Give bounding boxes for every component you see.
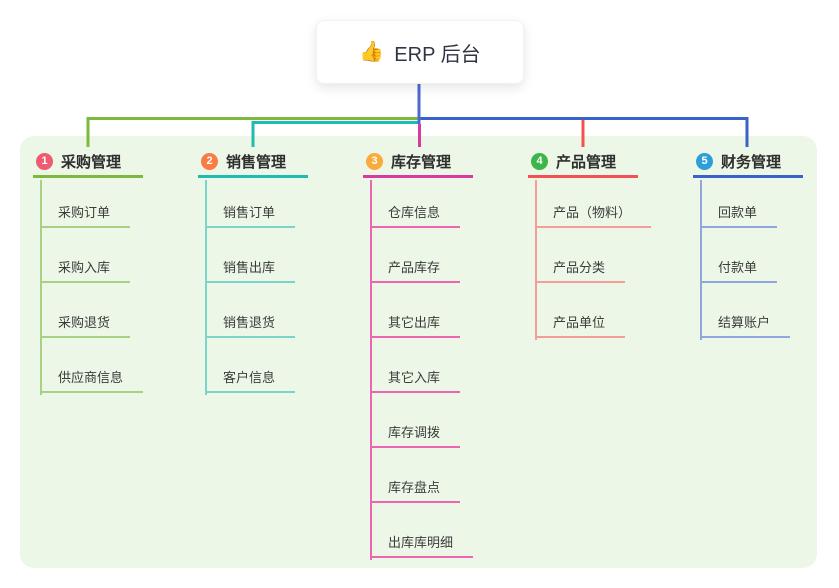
sub-node-label: 其它入库: [388, 370, 441, 385]
sub-node[interactable]: 其它入库: [370, 345, 461, 393]
sub-node[interactable]: 供应商信息: [40, 345, 144, 393]
branch-badge: 1: [36, 152, 53, 170]
branch-badge: 3: [366, 152, 383, 170]
sub-node[interactable]: 结算账户: [700, 290, 791, 338]
branch-label: 财务管理: [721, 153, 782, 171]
sub-node-label: 销售订单: [223, 205, 276, 220]
sub-node-label: 供应商信息: [58, 370, 124, 385]
branch-label: 库存管理: [391, 153, 452, 171]
branch-node-2[interactable]: 2 销售管理: [198, 147, 308, 178]
branch-badge: 5: [696, 152, 713, 170]
branch-label: 销售管理: [226, 153, 287, 171]
branches-panel: [20, 136, 817, 568]
sub-node-label: 采购订单: [58, 205, 111, 220]
branch-node-5[interactable]: 5 财务管理: [693, 147, 803, 178]
sub-node-label: 销售退货: [223, 315, 276, 330]
branch-label: 产品管理: [556, 153, 617, 171]
sub-node-label: 回款单: [718, 205, 758, 220]
root-node[interactable]: 👍 ERP 后台: [316, 20, 524, 84]
thumbs-up-icon: 👍: [359, 41, 385, 63]
sub-node-label: 产品单位: [553, 315, 606, 330]
branch-badge: 2: [201, 152, 218, 170]
sub-node-label: 产品分类: [553, 260, 606, 275]
sub-node[interactable]: 其它出库: [370, 290, 461, 338]
column-spine: [535, 180, 537, 340]
sub-node[interactable]: 库存盘点: [370, 455, 461, 503]
sub-node-label: 其它出库: [388, 315, 441, 330]
sub-node[interactable]: 出库库明细: [370, 510, 474, 558]
branch-badge: 4: [531, 152, 548, 170]
sub-node-label: 产品（物料）: [553, 205, 632, 220]
sub-node[interactable]: 销售退货: [205, 290, 296, 338]
sub-node[interactable]: 库存调拨: [370, 400, 461, 448]
sub-node[interactable]: 销售订单: [205, 180, 296, 228]
sub-node[interactable]: 产品分类: [535, 235, 626, 283]
column-spine: [205, 180, 207, 395]
sub-node-label: 库存盘点: [388, 480, 441, 495]
sub-node[interactable]: 采购订单: [40, 180, 131, 228]
sub-node-label: 出库库明细: [388, 535, 454, 550]
sub-node-label: 付款单: [718, 260, 758, 275]
sub-node[interactable]: 产品库存: [370, 235, 461, 283]
sub-node[interactable]: 产品单位: [535, 290, 626, 338]
sub-node-label: 库存调拨: [388, 425, 441, 440]
sub-node-label: 仓库信息: [388, 205, 441, 220]
branch-node-1[interactable]: 1 采购管理: [33, 147, 143, 178]
sub-node[interactable]: 销售出库: [205, 235, 296, 283]
branch-node-3[interactable]: 3 库存管理: [363, 147, 473, 178]
column-spine: [700, 180, 702, 340]
sub-node-label: 采购入库: [58, 260, 111, 275]
column-spine: [370, 180, 372, 560]
sub-node[interactable]: 仓库信息: [370, 180, 461, 228]
sub-node[interactable]: 采购退货: [40, 290, 131, 338]
column-spine: [40, 180, 42, 395]
sub-node[interactable]: 回款单: [700, 180, 778, 228]
sub-node-label: 采购退货: [58, 315, 111, 330]
branch-label: 采购管理: [61, 153, 122, 171]
sub-node-label: 销售出库: [223, 260, 276, 275]
sub-node[interactable]: 产品（物料）: [535, 180, 652, 228]
branch-node-4[interactable]: 4 产品管理: [528, 147, 638, 178]
sub-node-label: 产品库存: [388, 260, 441, 275]
sub-node[interactable]: 付款单: [700, 235, 778, 283]
sub-node-label: 客户信息: [223, 370, 276, 385]
sub-node-label: 结算账户: [718, 315, 771, 330]
root-label: ERP 后台: [394, 43, 481, 66]
sub-node[interactable]: 采购入库: [40, 235, 131, 283]
sub-node[interactable]: 客户信息: [205, 345, 296, 393]
